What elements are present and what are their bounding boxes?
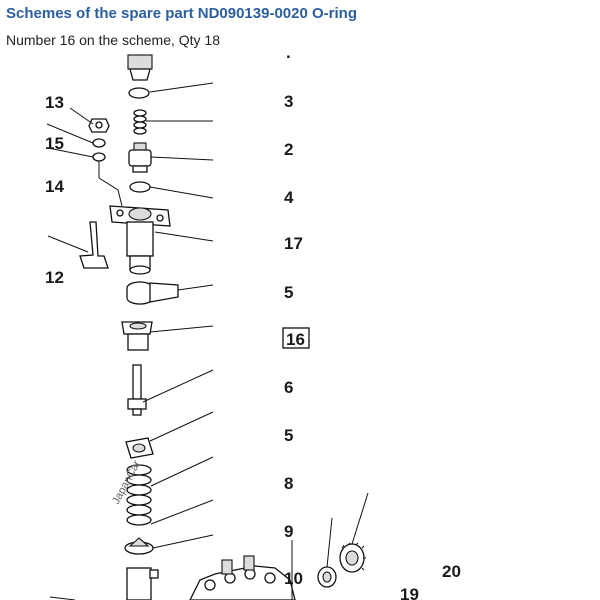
callout-15: 15 — [45, 134, 64, 153]
part-oring-17 — [129, 181, 151, 193]
callout-5-upper: 5 — [284, 283, 293, 302]
callout-10: 10 — [284, 569, 303, 588]
callout-3: 3 — [284, 92, 293, 111]
part-pump-body — [189, 555, 296, 600]
callout-5-lower: 5 — [284, 426, 293, 445]
part-oring-3 — [128, 87, 150, 99]
callout-20: 20 — [442, 562, 461, 581]
callout-16-highlight-box — [282, 327, 310, 349]
callout-19: 19 — [400, 585, 419, 600]
callout-8: 8 — [284, 474, 293, 493]
callout-14: 14 — [45, 177, 64, 196]
part-tappet-10 — [126, 567, 159, 600]
callout-2: 2 — [284, 140, 293, 159]
part-sleeve — [121, 321, 153, 351]
part-bracket-12 — [79, 221, 109, 269]
part-washer-15a — [92, 138, 106, 148]
part-ring-5 — [125, 437, 154, 459]
leader-lines — [46, 82, 369, 600]
page-title: Schemes of the spare part ND090139-0020 … — [6, 5, 357, 22]
callout-17: 17 — [284, 234, 303, 253]
part-seat-9 — [124, 537, 154, 555]
part-collar — [126, 281, 179, 305]
callout-12: 12 — [45, 268, 64, 287]
callout-top-dot: . — [286, 43, 291, 62]
callout-9: 9 — [284, 522, 293, 541]
part-plunger-6 — [127, 364, 147, 416]
part-top-fitting — [127, 54, 153, 81]
callout-13: 13 — [45, 93, 64, 112]
part-flange-body — [109, 205, 171, 275]
page-subtitle: Number 16 on the scheme, Qty 18 — [6, 32, 220, 48]
callout-6: 6 — [284, 378, 293, 397]
part-nut-13 — [88, 118, 110, 133]
part-spring-2 — [133, 109, 147, 135]
callout-4: 4 — [284, 188, 294, 207]
part-valve-4 — [128, 142, 152, 173]
part-spring-8 — [126, 464, 152, 526]
part-washer-15b — [92, 152, 106, 162]
part-gear-20 — [339, 542, 366, 573]
callout-16[interactable]: 16 — [286, 330, 305, 349]
part-roller-small — [317, 566, 337, 588]
